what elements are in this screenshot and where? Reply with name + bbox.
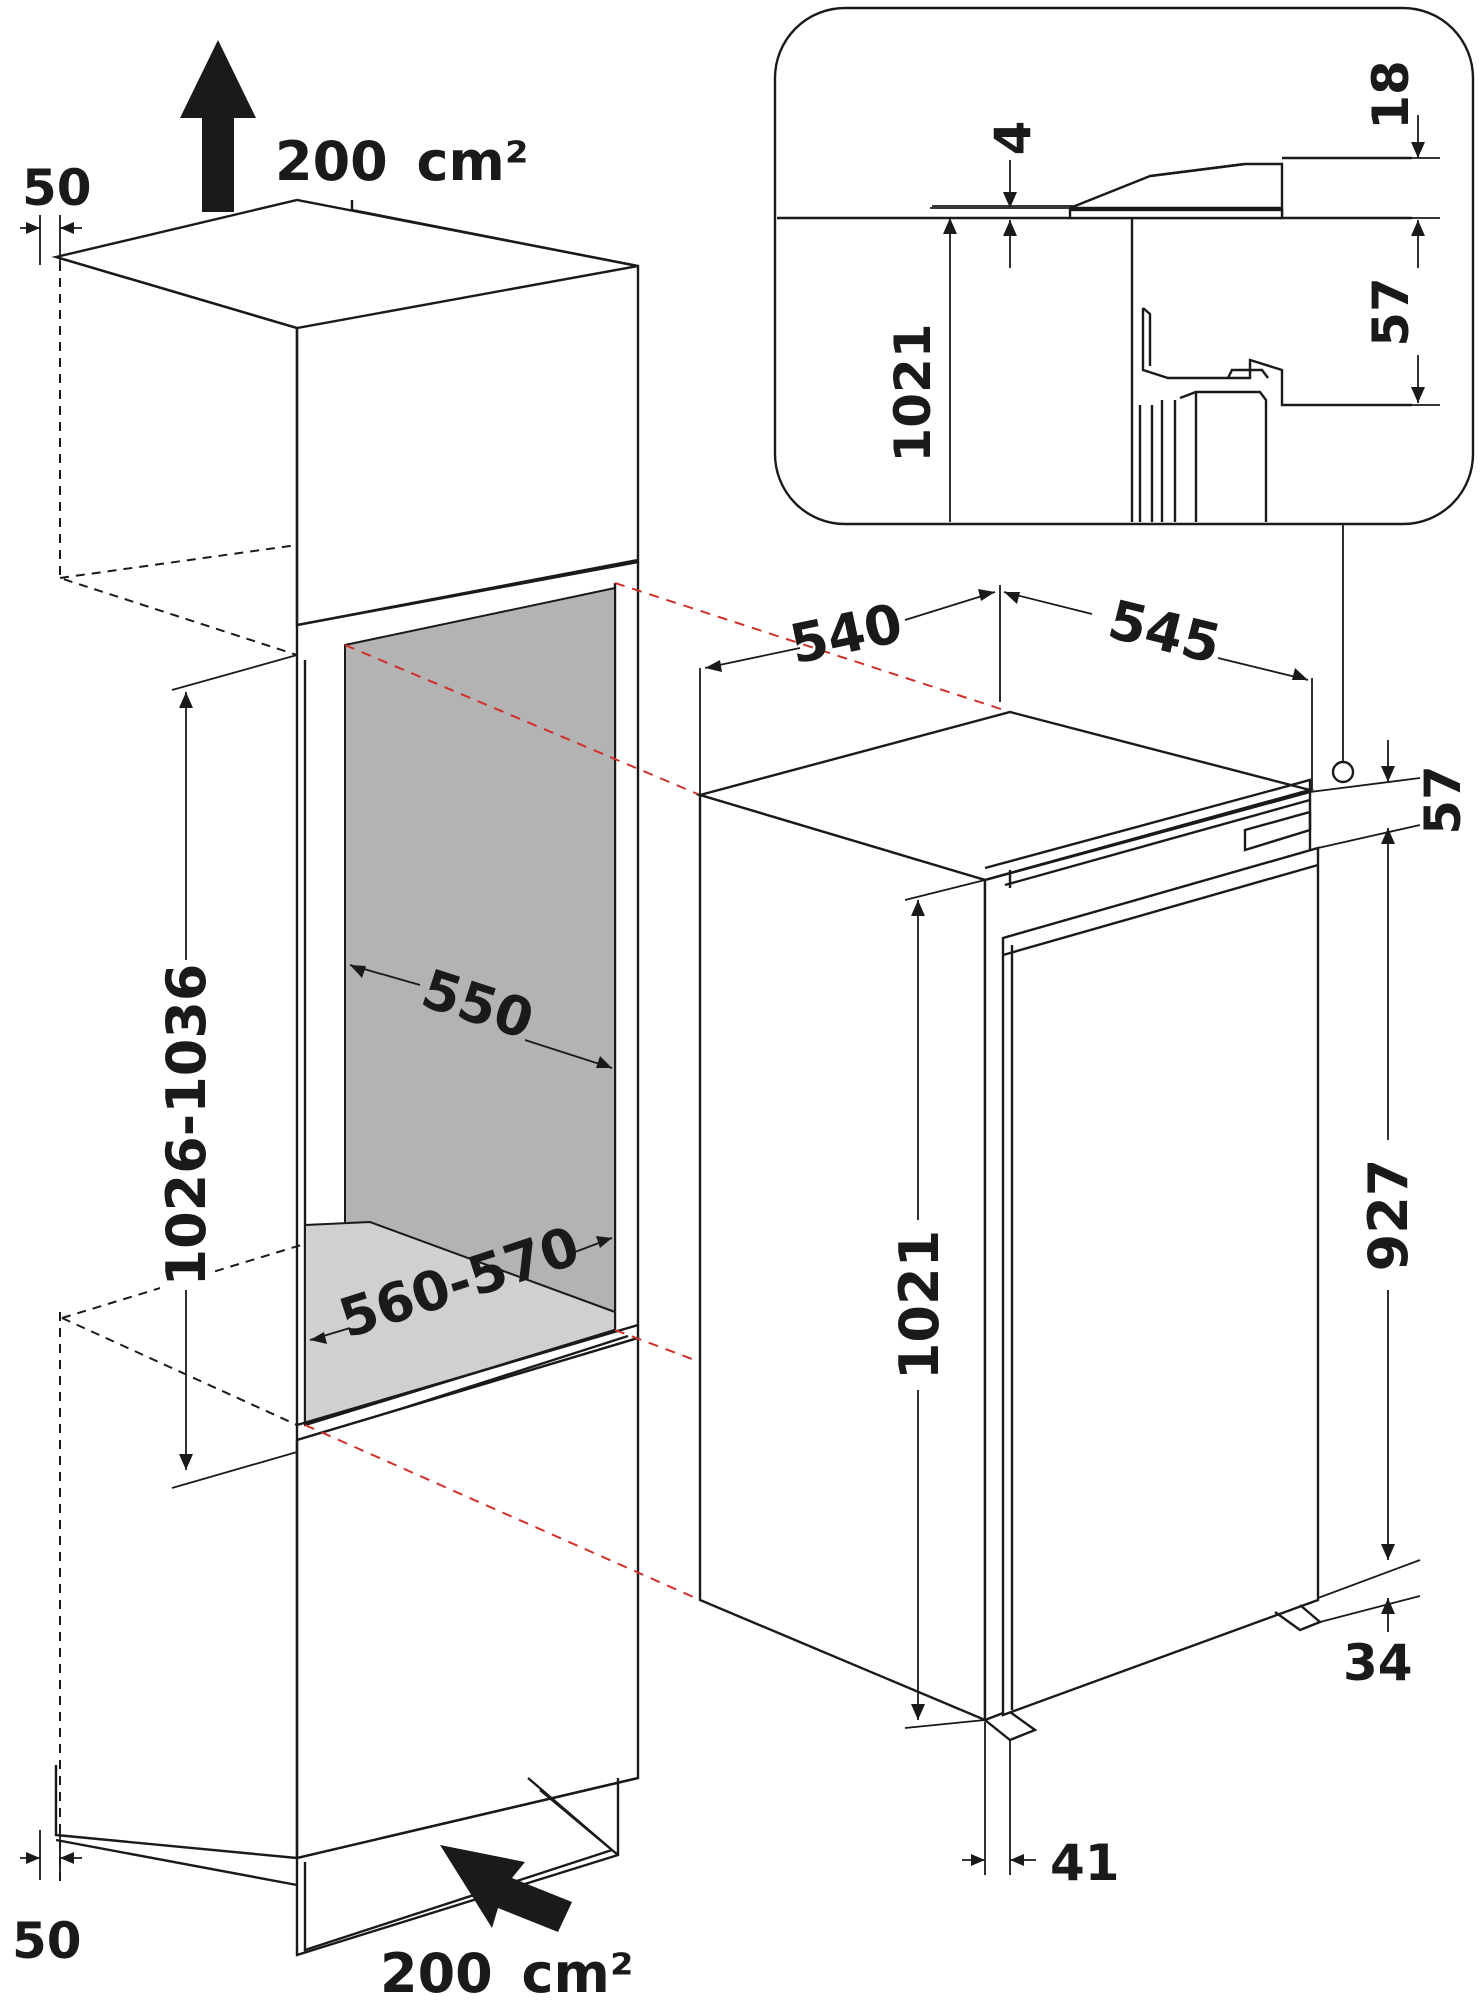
plinth-offset-label: 41	[1050, 1834, 1120, 1892]
vent-top-unit: cm²	[417, 130, 529, 193]
svg-text:200 cm²: 200 cm²	[380, 1942, 633, 2000]
niche-height-label: 1026-1036	[155, 964, 218, 1287]
detail-trim-label: 18	[1362, 60, 1420, 130]
vent-bottom-area: 200	[380, 1942, 493, 2000]
vent-top-area: 200	[275, 130, 388, 193]
appliance-bottom-offset-label: 34	[1343, 1634, 1413, 1692]
appliance-depth-label: 545	[1102, 588, 1227, 676]
appliance-height-label: 1021	[888, 1230, 951, 1380]
appliance-top-offset-label: 57	[1414, 765, 1472, 835]
door-height-label: 927	[1357, 1159, 1420, 1272]
svg-text:200 cm²: 200 cm²	[275, 130, 528, 193]
detail-inset: 4 18 57 1021	[773, 6, 1475, 526]
alignment-guides	[304, 582, 1011, 1601]
mounting-point-icon	[1331, 760, 1355, 784]
detail-hinge-label: 57	[1362, 277, 1420, 347]
gap-top-label: 50	[22, 159, 92, 217]
airflow-in-arrow-icon	[440, 1845, 572, 1932]
vent-bottom-unit: cm²	[522, 1942, 634, 2000]
appliance	[695, 524, 1355, 1742]
cabinet	[51, 198, 640, 1957]
appliance-width-label: 540	[784, 591, 907, 676]
detail-gap-label: 4	[984, 121, 1042, 156]
ventilation: 200 cm² 200 cm²	[180, 40, 633, 2005]
detail-height-label: 1021	[884, 323, 942, 462]
airflow-out-arrow-icon	[180, 40, 256, 212]
gap-bottom-label: 50	[12, 1912, 82, 1970]
